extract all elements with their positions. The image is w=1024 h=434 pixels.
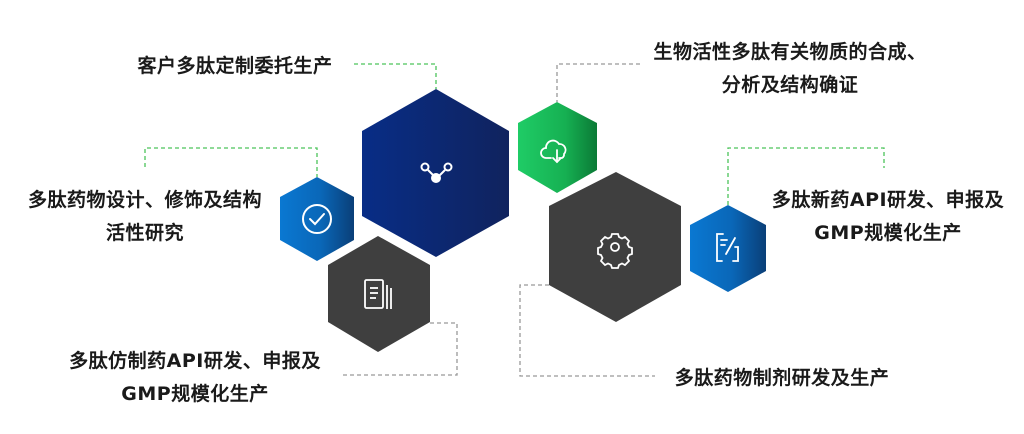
label-bioactive: 生物活性多肽有关物质的合成、 分析及结构确证 [640, 36, 940, 102]
label-design: 多肽药物设计、修饰及结构 活性研究 [10, 184, 280, 250]
share-nodes-icon [420, 162, 453, 183]
document-icon [364, 279, 392, 309]
hexagon-design [280, 177, 354, 261]
label-line: 活性研究 [105, 222, 184, 244]
hexagon-custom [362, 89, 509, 257]
label-line: 分析及结构确证 [721, 74, 859, 96]
label-formulation: 多肽药物制剂研发及生产 [662, 362, 902, 395]
label-line: 多肽仿制药API研发、申报及 [69, 350, 321, 372]
connector-new-drug [727, 147, 885, 205]
label-line: 多肽药物制剂研发及生产 [674, 367, 890, 389]
edit-icon [716, 233, 739, 262]
label-line: 客户多肽定制委托生产 [137, 55, 333, 77]
connector-design [144, 147, 318, 177]
label-line: GMP规模化生产 [814, 222, 962, 244]
hexagon-formulation [549, 172, 681, 322]
hexagon-bioactive [518, 102, 597, 193]
connector-generic [343, 322, 458, 376]
connector-formulation [519, 284, 655, 377]
cloud-download-icon [540, 139, 567, 164]
label-custom-peptide: 客户多肽定制委托生产 [120, 50, 350, 83]
label-generic: 多肽仿制药API研发、申报及 GMP规模化生产 [50, 345, 340, 411]
gear-icon [597, 233, 633, 269]
label-line: 生物活性多肽有关物质的合成、 [653, 41, 927, 63]
hexagon-generic [328, 236, 430, 352]
label-line: GMP规模化生产 [121, 383, 269, 405]
label-line: 多肽新药API研发、申报及 [771, 189, 1005, 211]
connector-custom [354, 63, 437, 89]
label-new-drug: 多肽新药API研发、申报及 GMP规模化生产 [760, 184, 1016, 250]
label-line: 多肽药物设计、修饰及结构 [27, 189, 262, 211]
connector-bioactive [556, 63, 640, 102]
hexagon-new-drug [690, 205, 766, 292]
check-circle-icon [302, 204, 332, 234]
